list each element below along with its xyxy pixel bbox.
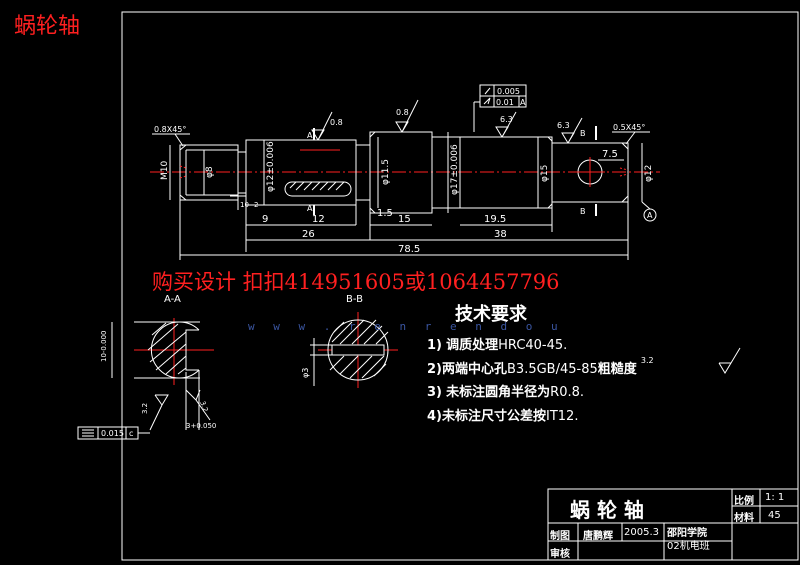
sym-tol-datum: c	[129, 429, 133, 438]
drawn-by: 唐鹏辉	[583, 531, 613, 542]
class-name: 02机电班	[667, 541, 710, 552]
diameter-labels: M10 φ8 φ12±0.006 φ11.5 φ17±0.006 φ15 φ12…	[160, 141, 654, 195]
dim-phi15: φ15	[540, 165, 550, 182]
section-markers: A A B B A	[307, 126, 657, 222]
roughness-6-3-a: 6.3	[500, 115, 513, 124]
shaft-main-view	[150, 131, 660, 214]
dim-2: 2	[254, 201, 258, 209]
req-2-rest: B3.5GB/45-85	[507, 362, 598, 377]
req-2-tail: 粗糙度	[597, 362, 637, 377]
dim-phi17: φ17±0.006	[450, 144, 460, 195]
requirement-3: 3) 未标注圆角半径为R0.8.	[427, 381, 584, 400]
roughness-0-8-a: 0.8	[330, 118, 343, 127]
dim-phi8: φ8	[205, 166, 215, 178]
drawn-label: 制图	[550, 531, 570, 542]
section-b-b: B-B φ3	[301, 294, 398, 388]
scale-value: 1: 1	[765, 492, 785, 503]
dim-19-5: 19.5	[484, 214, 506, 225]
section-b-b-label: B-B	[346, 294, 363, 305]
drawing-date: 2005.3	[624, 527, 659, 538]
req-2-num: 2)	[427, 362, 442, 377]
section-a-a: A-A 10-0.000 3+0.050 3.2 3.2 0.015 c	[77, 294, 216, 440]
req-2-main: 两端中心孔	[442, 362, 508, 377]
requirement-4: 4)未标注尺寸公差按IT12.	[427, 405, 578, 424]
req-4-main: 未标注尺寸公差按	[442, 409, 547, 424]
req-1-num: 1)	[427, 338, 442, 353]
dim-1-5: 1.5	[377, 208, 393, 219]
section-a-a-label: A-A	[164, 294, 181, 305]
dim-phi11-5: φ11.5	[381, 159, 391, 185]
req-1-main: 调质处理	[446, 338, 499, 353]
diameter-dims	[169, 132, 643, 213]
chamfer-notes: 0.8X45° 0.5X45°	[152, 123, 650, 147]
tol-datum-a: A	[520, 98, 526, 107]
roughness-6-3-b: 6.3	[557, 121, 570, 130]
material-value: 45	[768, 510, 781, 521]
scale-label: 比例	[734, 496, 754, 507]
req-1-rest: HRC40-45.	[498, 338, 568, 353]
roughness-symbols: 0.8 0.8 6.3 6.3	[311, 99, 583, 144]
part-name: 蜗 轮 轴	[570, 498, 644, 522]
req-3-num: 3)	[427, 385, 442, 400]
tol-0-005: 0.005	[497, 87, 520, 96]
chamfer-right-label: 0.5X45°	[613, 123, 645, 132]
dim-7-5: 7.5	[602, 149, 618, 160]
section-b-top: B	[580, 129, 586, 138]
drawing-border	[121, 11, 799, 561]
roughness-0-8-b: 0.8	[396, 108, 409, 117]
material-label: 材料	[734, 513, 754, 524]
dim-38: 38	[494, 229, 507, 240]
requirement-2: 2)两端中心孔B3.5GB/45-85粗糙度 3.2	[427, 356, 654, 377]
dim-3-tol: 3+0.050	[186, 422, 216, 430]
requirements-title: 技术要求	[455, 304, 527, 325]
dim-m10: M10	[160, 161, 170, 180]
length-dims	[179, 195, 629, 260]
req-3-main: 未标注圆角半径为	[446, 385, 551, 400]
corner-title: 蜗轮轴	[14, 14, 81, 39]
req-4-rest: IT12.	[546, 409, 579, 424]
title-block	[547, 488, 799, 561]
req-3-rest: R0.8.	[550, 385, 584, 400]
tol-0-01: 0.01	[496, 98, 514, 107]
dim-phi12: φ12±0.006	[266, 141, 276, 192]
dim-12: 12	[312, 214, 325, 225]
watermark-url: w w w . r e n r e n d o u	[248, 320, 564, 333]
datum-a-label: A	[647, 211, 653, 220]
dim-10-000: 10-0.000	[100, 331, 108, 362]
dim-26: 26	[302, 229, 315, 240]
chamfer-left-label: 0.8X45°	[154, 125, 186, 134]
geo-tolerance-frame: 0.005 0.01 A	[473, 84, 527, 132]
req-4-num: 4)	[427, 409, 442, 424]
requirement-1: 1) 调质处理HRC40-45.	[427, 334, 567, 353]
req-roughness-icon	[718, 347, 741, 374]
length-labels: 9 12 15 19.5 26 38 78.5 1.5 10 2	[240, 201, 507, 255]
dim-9: 9	[262, 214, 268, 225]
dim-phi12-right: φ12	[644, 165, 654, 182]
dim-10: 10	[240, 201, 249, 209]
section-b-bottom: B	[580, 207, 586, 216]
school-name: 邵阳学院	[667, 528, 707, 539]
roughness-3-2-b: 3.2	[198, 400, 209, 413]
watermark-text: 购买设计 扣扣414951605或1064457796	[152, 270, 560, 294]
sym-tol-value: 0.015	[101, 429, 124, 438]
dim-78-5: 78.5	[398, 244, 420, 255]
dim-phi3: φ3	[301, 368, 310, 378]
dim-15: 15	[398, 214, 411, 225]
req-2-rough: 3.2	[640, 356, 654, 365]
section-a-top: A	[307, 131, 313, 140]
section-a-bottom: A	[307, 204, 313, 213]
roughness-3-2-a: 3.2	[141, 403, 149, 414]
review-label: 审核	[550, 549, 570, 560]
